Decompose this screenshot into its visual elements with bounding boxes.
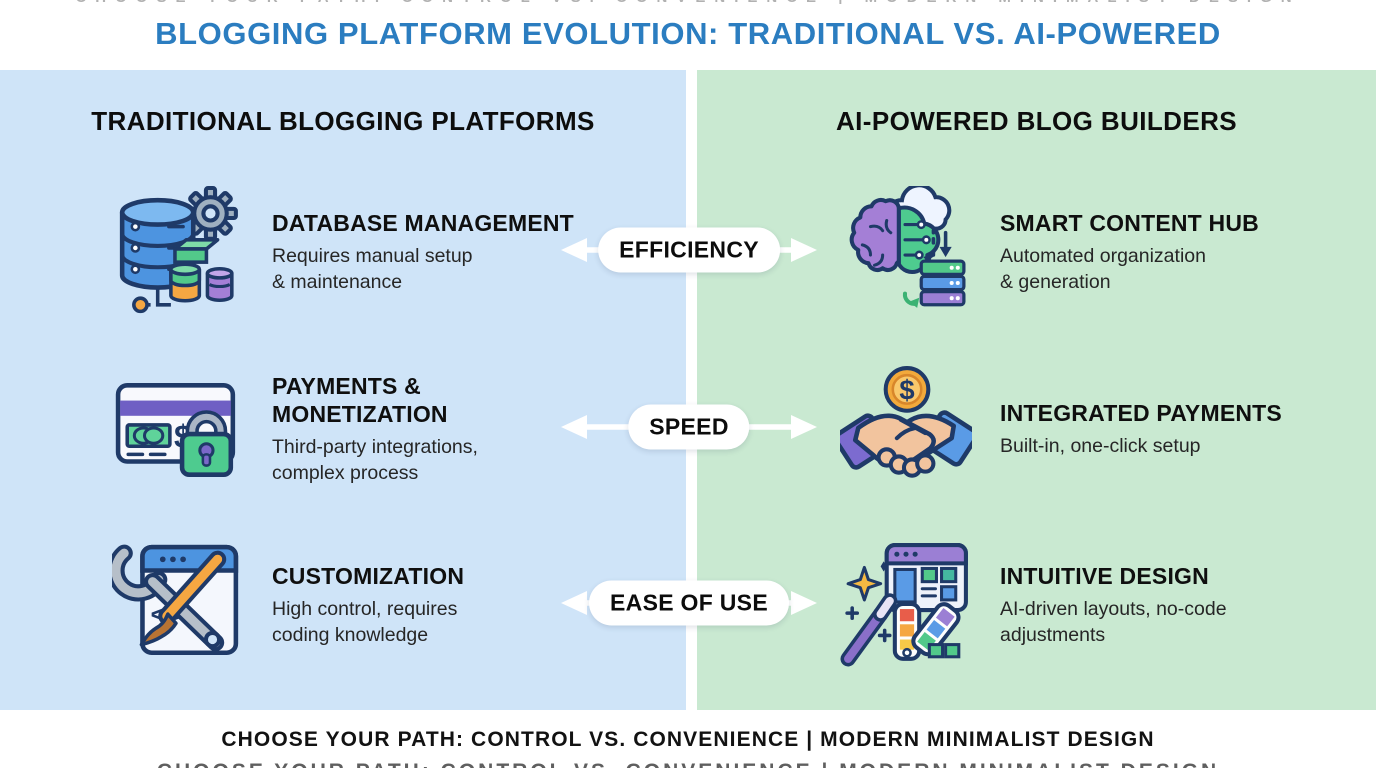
feature-integrated-payments: $ INTEGRATED PAYMENTS Built-in, one-clic… [840,362,1282,496]
feature-smart-content-hub: SMART CONTENT HUB Automated organization… [840,185,1259,319]
feature-text: SMART CONTENT HUB Automated organization… [1000,209,1259,295]
footer-tagline: CHOOSE YOUR PATH: CONTROL VS. CONVENIENC… [221,728,1155,751]
svg-text:$: $ [899,375,914,406]
feature-title: INTEGRATED PAYMENTS [1000,399,1282,426]
feature-title: PAYMENTS & MONETIZATION [272,373,448,428]
feature-description: AI-driven layouts, no-code adjustments [1000,598,1227,646]
badge-speed: SPEED [557,404,821,450]
badge-label: SPEED [628,404,750,450]
feature-text: INTUITIVE DESIGN AI-driven layouts, no-c… [1000,562,1227,648]
bottom-edge-artifact: CHOOSE YOUR PATH: CONTROL VS. CONVENIENC… [0,760,1376,768]
badge-ease-of-use: EASE OF USE [557,580,821,626]
feature-title: DATABASE MANAGEMENT [272,210,574,237]
traditional-panel: TRADITIONAL BLOGGING PLATFORMS [0,70,686,710]
feature-description: High control, requires coding knowledge [272,598,458,646]
page-title: BLOGGING PLATFORM EVOLUTION: TRADITIONAL… [155,16,1221,51]
ai-panel-header: AI-POWERED BLOG BUILDERS [835,106,1238,136]
customization-tools-icon: </> [112,544,239,656]
top-edge-artifact: CHOOSE YOUR PATH: CONTROL VS. CONVENIENC… [0,0,1376,4]
feature-payments-monetization: $ PAYMENTS & MONETIZATION Third-party in… [112,362,590,496]
feature-title: INTUITIVE DESIGN [1000,563,1209,590]
database-management-icon [119,186,238,314]
feature-intuitive-design: INTUITIVE DESIGN AI-driven layouts, no-c… [840,538,1227,672]
magic-wand-design-icon [840,543,968,667]
feature-description: Requires manual setup & maintenance [272,245,473,293]
feature-database-management: DATABASE MANAGEMENT Requires manual setu… [112,185,574,319]
badge-label: EASE OF USE [589,580,789,626]
feature-text: CUSTOMIZATION High control, requires cod… [272,562,464,648]
feature-description: Built-in, one-click setup [1000,434,1201,457]
traditional-panel-header: TRADITIONAL BLOGGING PLATFORMS [91,106,595,136]
feature-customization: </> CUSTOMIZATION High control, requires… [112,538,464,672]
payments-card-icon: $ [115,383,236,477]
feature-title: CUSTOMIZATION [272,563,465,590]
ai-panel: AI-POWERED BLOG BUILDERS [697,70,1376,710]
feature-text: DATABASE MANAGEMENT Requires manual setu… [272,209,574,295]
feature-title: SMART CONTENT HUB [1000,210,1259,237]
handshake-icon: $ [840,366,972,478]
feature-text: INTEGRATED PAYMENTS Built-in, one-click … [1000,399,1282,459]
feature-description: Third-party integrations, complex proces… [272,436,478,484]
ai-brain-icon [849,186,966,308]
badge-label: EFFICIENCY [598,227,780,273]
badge-efficiency: EFFICIENCY [557,227,821,273]
feature-description: Automated organization & generation [1000,245,1206,293]
feature-text: PAYMENTS & MONETIZATION Third-party inte… [272,372,590,486]
